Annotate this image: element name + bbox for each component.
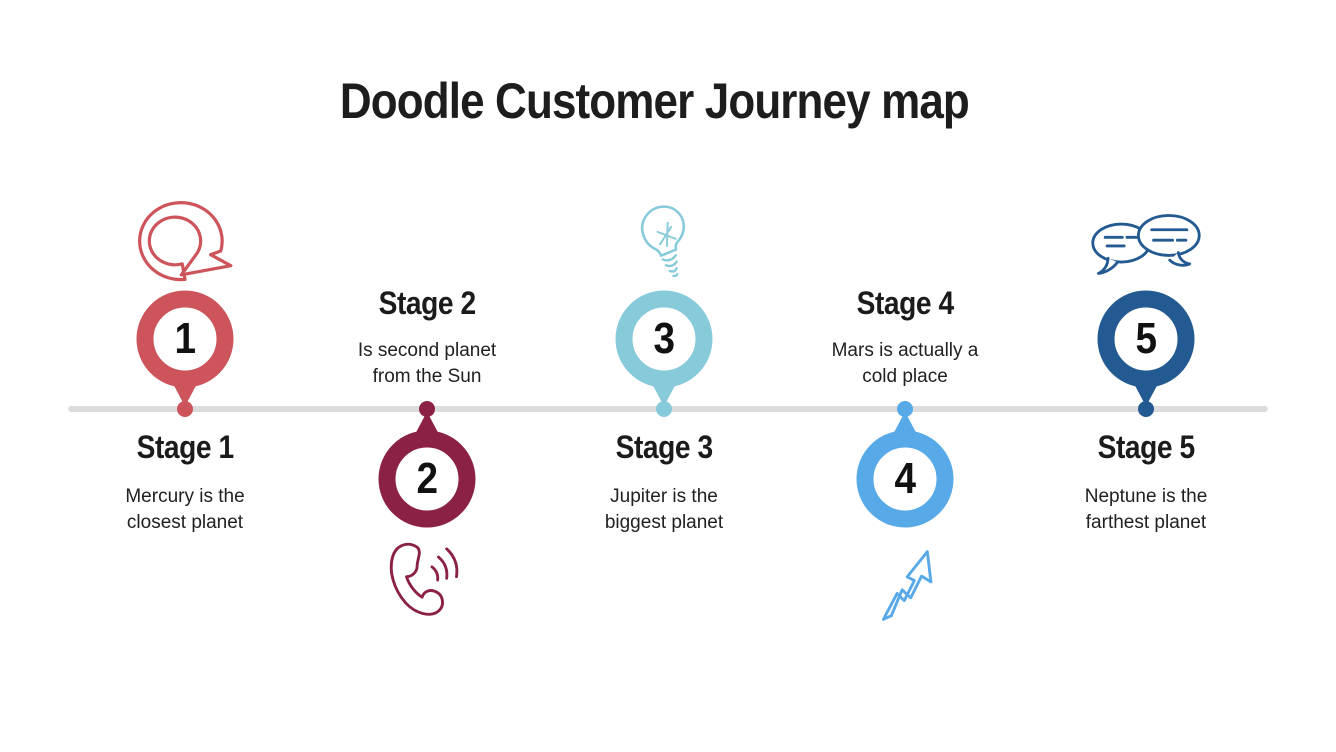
stage-description: Mars is actually a cold place <box>831 340 979 387</box>
stage-marker-pin <box>1097 290 1195 417</box>
growth-arrow-icon <box>869 533 941 633</box>
chat-bubbles-icon <box>1078 206 1214 282</box>
timeline-dot <box>656 401 672 417</box>
stage-description: Neptune is the farthest planet <box>1084 486 1208 533</box>
stage-title: Stage 3 <box>615 429 713 465</box>
phone-icon <box>386 535 468 625</box>
timeline-dot <box>177 401 193 417</box>
stage-2-group: Stage 2 Is second planet from the Sun 2 <box>307 0 547 752</box>
timeline-dot <box>419 401 435 417</box>
page-title: Doodle Customer Journey map <box>0 72 1336 130</box>
stage-description: Jupiter is the biggest planet <box>604 486 724 533</box>
stage-marker-pin <box>136 290 234 417</box>
page-title-text: Doodle Customer Journey map <box>339 73 969 129</box>
stage-description: Mercury is the closest planet <box>125 486 245 533</box>
stage-title: Stage 1 <box>136 429 234 465</box>
stage-marker-pin <box>856 401 954 528</box>
stage-1-group: 1 Stage 1 Mercury is the closest planet <box>65 0 305 752</box>
stage-description: Is second planet from the Sun <box>357 340 497 387</box>
stage-3-group: 3 Stage 3 Jupiter is the biggest planet <box>544 0 784 752</box>
stage-number: 1 <box>174 314 196 363</box>
stage-4-group: Stage 4 Mars is actually a cold place 4 <box>785 0 1025 752</box>
stage-marker-pin <box>378 401 476 528</box>
timeline-dot <box>1138 401 1154 417</box>
lightbulb-icon <box>632 196 696 286</box>
stage-number: 3 <box>653 314 675 363</box>
stage-5-group: 5 Stage 5 Neptune is the farthest planet <box>1026 0 1266 752</box>
stage-number: 5 <box>1135 314 1157 363</box>
stage-title: Stage 4 <box>856 285 954 321</box>
timeline-dot <box>897 401 913 417</box>
stage-number: 2 <box>416 454 438 503</box>
stage-marker-pin <box>615 290 713 417</box>
stage-title: Stage 2 <box>378 285 476 321</box>
stage-number: 4 <box>894 454 916 503</box>
stage-title: Stage 5 <box>1097 429 1195 465</box>
cycle-arrow-icon <box>130 194 240 286</box>
